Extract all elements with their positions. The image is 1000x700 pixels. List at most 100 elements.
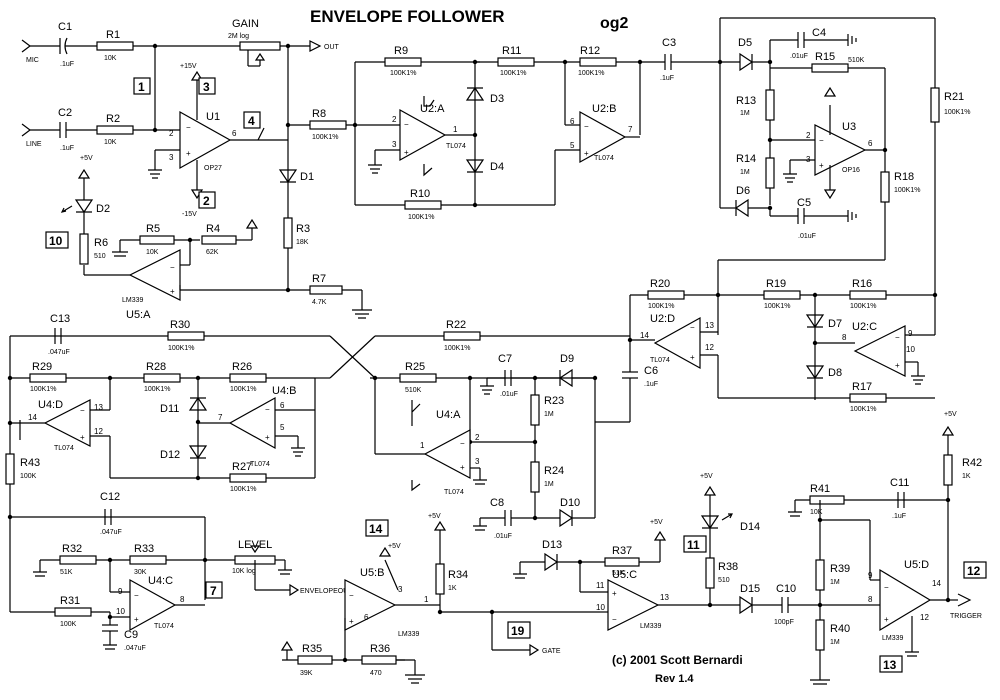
out-port-icon	[309, 40, 322, 52]
d8-diode	[805, 365, 825, 380]
copyright-text: (c) 2001 Scott Bernardi	[612, 653, 743, 667]
r10-label: R10	[410, 188, 430, 200]
svg-text:13: 13	[94, 403, 103, 412]
r25-resistor	[399, 373, 437, 383]
r24-resistor	[530, 461, 540, 493]
d11-diode	[188, 396, 208, 411]
gain-potentiometer	[239, 41, 281, 51]
test-point-1: 1	[133, 77, 151, 95]
c13-label: C13	[50, 313, 70, 325]
c5-value: .01uF	[798, 233, 816, 240]
u2d-opamp	[653, 316, 701, 370]
line-port-label: LINE	[26, 141, 42, 148]
d10-diode	[559, 508, 574, 528]
svg-text:−: −	[134, 591, 139, 600]
svg-text:12: 12	[94, 427, 103, 436]
svg-text:8: 8	[842, 333, 847, 342]
u2d-part: TL074	[650, 357, 670, 364]
test-point-2: 2	[198, 191, 216, 209]
u2a-opamp	[399, 108, 447, 162]
svg-text:+: +	[186, 149, 191, 158]
r43-label: R43	[20, 457, 40, 469]
c8-ground-icon	[473, 525, 487, 531]
c11-value: .1uF	[892, 513, 906, 520]
u1-ground-icon	[148, 169, 162, 179]
r18-resistor	[880, 171, 890, 203]
r25-value: 510K	[405, 387, 422, 394]
r29-resistor	[29, 373, 67, 383]
u4a-label: U4:A	[436, 409, 461, 421]
u5a-label: U5:A	[126, 309, 151, 321]
u5b-label: U5:B	[360, 567, 384, 579]
u5c-comparator	[607, 579, 660, 631]
d13-label: D13	[542, 539, 562, 551]
r12-label: R12	[580, 45, 600, 57]
u4a-supply-icon	[411, 400, 421, 426]
test-points: 1 3 4 2 10 7 14 19 11 12 13	[45, 77, 987, 673]
svg-text:7: 7	[218, 413, 223, 422]
gate-port-icon	[529, 643, 540, 657]
u4c-stage: R43 100K C12 .047uF R32 51K R33 30K − + …	[5, 453, 353, 652]
u4b-label: U4:B	[272, 385, 296, 397]
u1-label: U1	[206, 111, 220, 123]
u5c-part: LM339	[640, 623, 662, 630]
c3-label: C3	[662, 37, 676, 49]
r7-resistor	[309, 285, 343, 295]
c8-label: C8	[490, 497, 504, 509]
r39-label: R39	[830, 563, 850, 575]
u3-label: U3	[842, 121, 856, 133]
r33-resistor	[129, 555, 167, 565]
c2-label: C2	[58, 107, 72, 119]
u5a-comparator-block: − + LM339 U5:A R6 510 D2 +5V R5 10K R4 6…	[60, 155, 259, 321]
r27-label: R27	[232, 461, 252, 473]
r42-resistor	[943, 454, 953, 486]
r19-value: 100K1%	[764, 303, 790, 310]
u2c-ground-icon	[911, 375, 925, 385]
d8-label: D8	[828, 367, 842, 379]
r21-resistor	[930, 87, 940, 123]
u4d-part: TL074	[54, 445, 74, 452]
svg-text:+: +	[170, 287, 175, 296]
svg-text:9: 9	[868, 571, 873, 580]
u3-supply-icon	[823, 86, 837, 97]
svg-text:3: 3	[203, 80, 210, 94]
svg-text:+: +	[895, 361, 900, 370]
mic-port-icon	[21, 39, 31, 53]
d2-supply-rail: +5V	[80, 155, 93, 162]
c4-value: .01uF	[790, 53, 808, 60]
svg-text:+: +	[349, 617, 354, 626]
d6-diode	[734, 198, 749, 218]
svg-text:3: 3	[475, 457, 480, 466]
r16-value: 100K1%	[850, 303, 876, 310]
svg-text:10: 10	[49, 234, 63, 248]
u2a-neg-supply-icon	[423, 164, 433, 177]
r37-resistor	[604, 557, 640, 567]
c11-label: C11	[890, 477, 909, 489]
svg-text:−: −	[460, 439, 465, 448]
r5-value: 10K	[146, 249, 159, 256]
d5-label: D5	[738, 37, 752, 49]
level-ground-icon	[278, 569, 292, 575]
svg-text:+: +	[690, 353, 695, 362]
gain-value: 2M log	[228, 33, 249, 40]
test-point-7: 7	[205, 581, 223, 599]
trigger-port-label: TRIGGER	[950, 613, 982, 620]
r41-resistor	[809, 495, 845, 505]
d7-diode	[805, 314, 825, 329]
r20-resistor	[647, 290, 685, 300]
r23-value: 1M	[544, 411, 554, 418]
svg-text:10: 10	[596, 603, 605, 612]
svg-text:4: 4	[248, 114, 255, 128]
c7-label: C7	[498, 353, 512, 365]
r17-resistor	[849, 393, 887, 403]
test-point-12: 10	[45, 231, 69, 249]
r39-value: 1M	[830, 579, 840, 586]
u4a-part: TL074	[444, 489, 464, 496]
d14-emit-icon	[721, 513, 733, 521]
c9-label: C9	[124, 629, 138, 641]
r34-resistor	[435, 563, 445, 595]
d13-ground-icon	[513, 573, 527, 579]
d13-diode	[544, 552, 559, 572]
r41-value: 10K	[810, 509, 823, 516]
u4-bd-stage: C13 .047uF R30 100K1% R22 100K1% R29 100…	[7, 313, 630, 612]
